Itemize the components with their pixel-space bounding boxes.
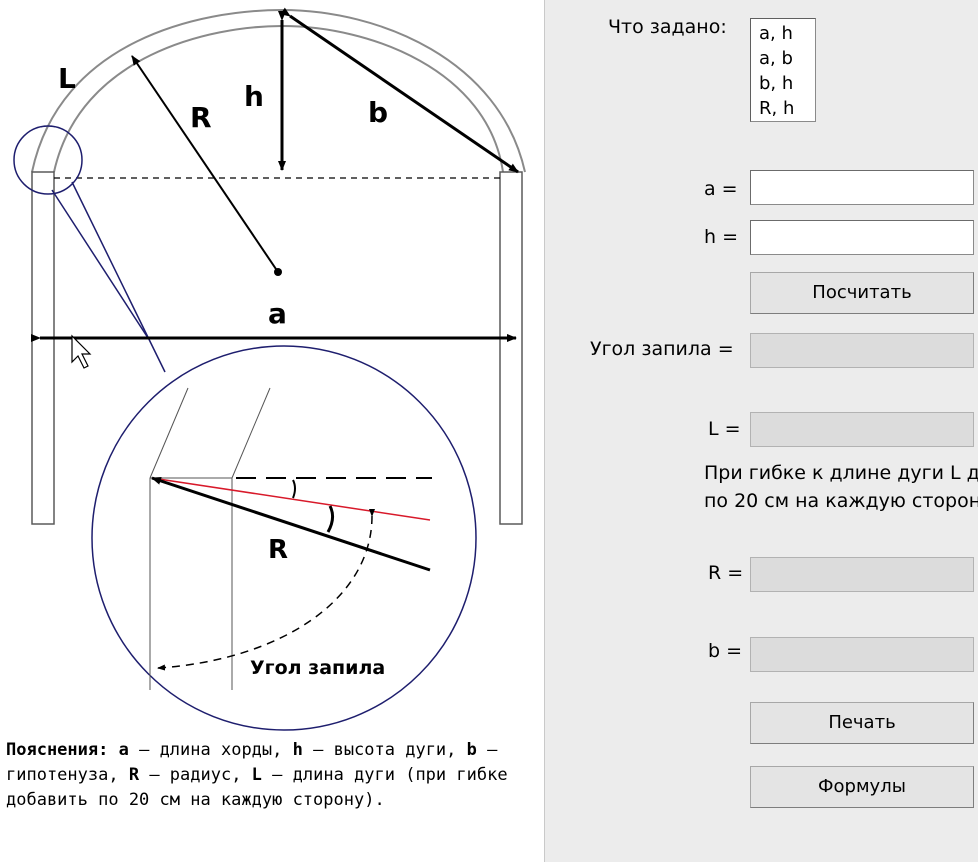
connector-line [71, 181, 166, 373]
note-text-b: – гипотенуза, [6, 740, 498, 785]
note-key-L: L [251, 765, 262, 785]
mouse-cursor-icon [71, 334, 92, 369]
label-h: h [244, 80, 264, 113]
b-output [750, 637, 974, 672]
R-label: R = [708, 562, 744, 584]
label-L: L [58, 62, 76, 95]
arch-diagram: L R h b a R Угол запила [13, 7, 526, 731]
saw-angle-label: Угол запила = [590, 338, 734, 360]
bend-note-line1: При гибке к длине дуги L д [704, 462, 978, 484]
label-R: R [190, 101, 212, 134]
note-text-h: – высота дуги, [302, 740, 467, 760]
h-label: h = [704, 226, 739, 248]
print-button[interactable]: Печать [750, 702, 974, 744]
radius-line [131, 55, 279, 273]
panel-divider [544, 0, 545, 862]
explanation-note: Пояснения: a – длина хорды, h – высота д… [6, 738, 526, 813]
zoom-red-line [151, 477, 431, 521]
note-key-R: R [128, 765, 140, 785]
note-key-h: h [292, 740, 303, 760]
note-text-a: – длина хорды, [128, 740, 293, 760]
a-label: a = [704, 178, 738, 200]
b-label: b = [708, 640, 743, 662]
list-item[interactable]: b, h [759, 73, 794, 94]
b-arrow [280, 7, 519, 174]
left-post [31, 171, 55, 525]
calculate-button[interactable]: Посчитать [750, 272, 974, 314]
list-item[interactable]: a, b [759, 48, 793, 69]
label-b: b [368, 96, 388, 129]
right-post [499, 171, 523, 525]
note-key-a: a [118, 740, 129, 760]
label-a: a [268, 297, 287, 330]
bend-note-line2: по 20 см на каждую сторон [704, 490, 978, 512]
label-R-zoom: R [268, 535, 288, 565]
L-output [750, 412, 974, 447]
formulas-button[interactable]: Формулы [750, 766, 974, 808]
saw-angle-arc [157, 508, 376, 671]
h-input[interactable] [750, 220, 974, 255]
label-saw-angle: Угол запила [250, 657, 385, 679]
list-item[interactable]: a, h [759, 23, 793, 44]
center-point [274, 268, 282, 276]
magnifier-small-circle [13, 125, 83, 195]
L-label: L = [708, 418, 741, 440]
arch-profile [31, 8, 526, 173]
note-text-L: – длина дуги (при гибке добавить по 20 с… [6, 765, 508, 810]
given-label: Что задано: [608, 16, 727, 38]
note-key-b: b [466, 740, 477, 760]
a-input[interactable] [750, 170, 974, 205]
R-output [750, 557, 974, 592]
note-text-R: – радиус, [139, 765, 252, 785]
given-listbox[interactable]: a, h a, b b, h R, h [750, 18, 816, 122]
list-item[interactable]: R, h [759, 98, 795, 119]
angle-arc-small [292, 479, 296, 499]
saw-angle-output [750, 333, 974, 368]
connector-line [51, 189, 149, 339]
note-heading: Пояснения: [6, 740, 109, 760]
diagram-panel: L R h b a R Угол запила Пояснения: a – д… [6, 7, 526, 813]
